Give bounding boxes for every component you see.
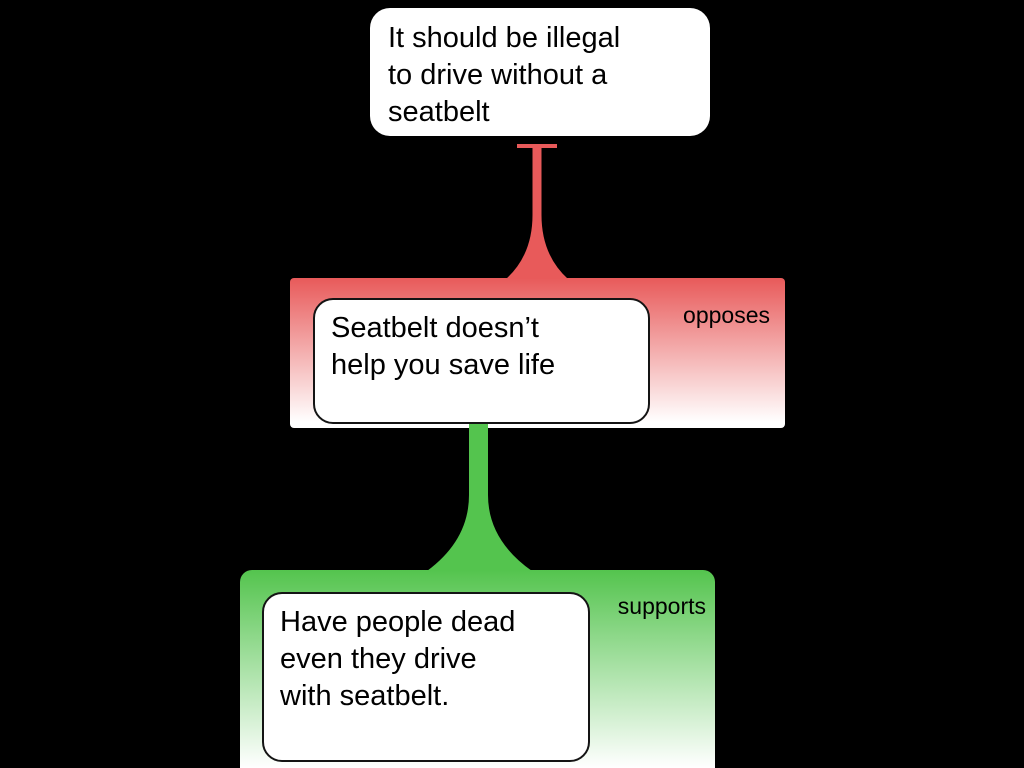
objection-text: Seatbelt doesn’t help you save life <box>331 312 556 381</box>
claim-text: It should be illegal to drive without a … <box>388 22 621 128</box>
supports-relation-label: supports <box>617 593 706 619</box>
support-node[interactable]: Have people dead even they drive with se… <box>262 592 590 762</box>
support-text: Have people dead even they drive with se… <box>280 606 516 712</box>
claim-node[interactable]: It should be illegal to drive without a … <box>370 8 710 136</box>
opposes-group[interactable]: opposes Seatbelt doesn’t help you save l… <box>290 278 785 428</box>
supports-connector-funnel <box>427 424 532 571</box>
objection-node[interactable]: Seatbelt doesn’t help you save life <box>313 298 650 424</box>
opposes-connector-funnel <box>506 148 568 279</box>
opposes-relation-label: opposes <box>683 302 770 328</box>
supports-group[interactable]: supports Have people dead even they driv… <box>240 570 715 768</box>
opposes-connector-bar <box>517 144 557 148</box>
